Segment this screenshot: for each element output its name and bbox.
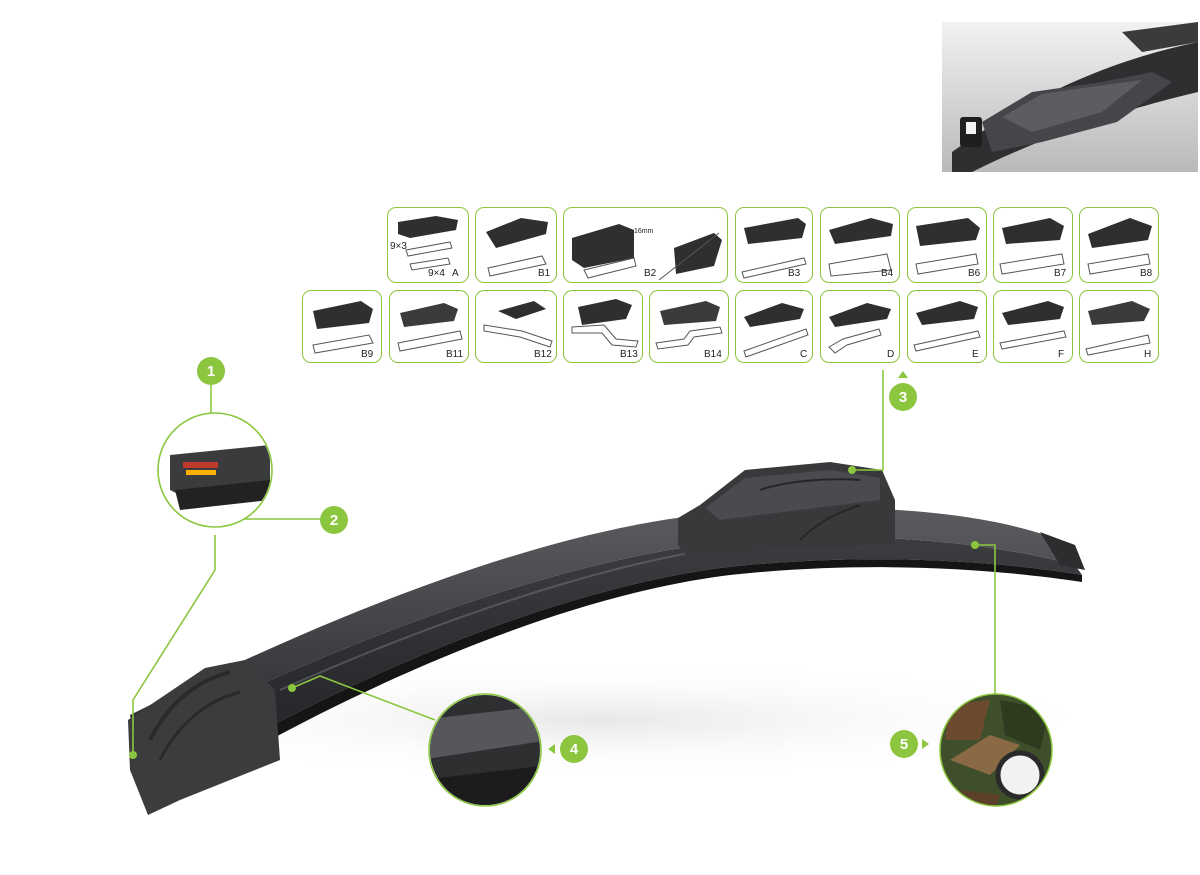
adapter-label: B7 [1054, 268, 1067, 279]
adapter-label: B13 [620, 349, 638, 360]
adapter-card-b8: B8 [1079, 207, 1159, 283]
adapter-label: B9 [361, 349, 374, 360]
spoiler-magnifier [428, 693, 542, 807]
connector-closeup-photo [942, 22, 1198, 172]
adapter-label: B2 [644, 268, 657, 279]
adapter-card-b11: B11 [389, 290, 469, 363]
adapter-label: H [1144, 349, 1152, 360]
adapter-label: D [887, 349, 895, 360]
adapter-extra-label: 16mm [634, 228, 654, 235]
adapter-label: C [800, 349, 808, 360]
callout-badge-2: 2 [320, 506, 348, 534]
adapter-label: B6 [968, 268, 981, 279]
end-cap [128, 660, 280, 815]
callout-badge-1: 1 [197, 357, 225, 385]
adapter-label: F [1058, 349, 1065, 360]
adapter-card-b13: B13 [563, 290, 643, 363]
adapter-card-b1: B1 [475, 207, 557, 283]
adapter-extra-label: 9×3 [390, 241, 407, 252]
adapter-card-b6: B6 [907, 207, 987, 283]
adapter-extra-label: 9×4 [428, 268, 445, 279]
adapter-label: A [452, 268, 459, 279]
adapter-label: B8 [1140, 268, 1153, 279]
adapter-card-b2: 16mm B2 [563, 207, 728, 283]
cross-section-magnifier [157, 412, 273, 528]
adapter-card-b14: B14 [649, 290, 729, 363]
callout-badge-5: 5 [890, 730, 918, 758]
adapter-label: B11 [446, 349, 464, 360]
adapter-card-b3: B3 [735, 207, 813, 283]
adapter-label: B14 [704, 349, 722, 360]
adapter-card-b4: B4 [820, 207, 900, 283]
pointer-arrow-icon [548, 744, 555, 754]
adapter-card-b7: B7 [993, 207, 1073, 283]
pointer-arrow-icon [898, 371, 908, 378]
adapter-label: B12 [534, 349, 552, 360]
adapter-card-h: H [1079, 290, 1159, 363]
adapter-label: B3 [788, 268, 801, 279]
wiper-blade-body [135, 537, 1082, 795]
adapter-card-d: D [820, 290, 900, 363]
adapter-label: E [972, 349, 979, 360]
adapter-card-c: C [735, 290, 813, 363]
natural-rubber-magnifier [939, 693, 1053, 807]
callout-badge-4: 4 [560, 735, 588, 763]
adapter-label: B4 [881, 268, 894, 279]
adapter-card-f: F [993, 290, 1073, 363]
adapter-label: B1 [538, 268, 551, 279]
adapter-card-e: E [907, 290, 987, 363]
adapter-card-b9: B9 [302, 290, 382, 363]
pointer-arrow-icon [922, 739, 929, 749]
callout-badge-3: 3 [889, 383, 917, 411]
adapter-card-b12: B12 [475, 290, 557, 363]
adapter-card-a: 9×3 9×4 A [387, 207, 469, 283]
